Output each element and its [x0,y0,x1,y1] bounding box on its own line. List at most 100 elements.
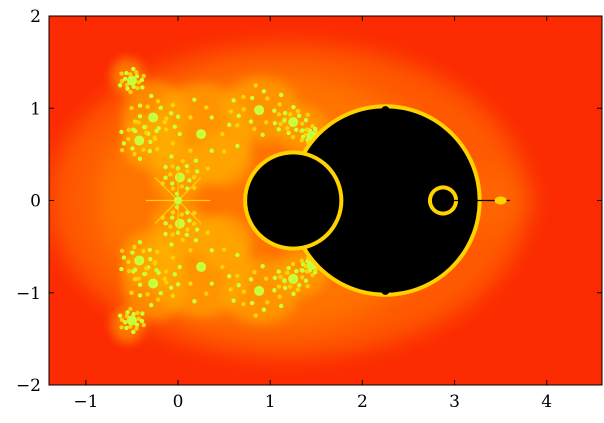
filament-dot [185,169,190,174]
y-tick-label: 2 [30,7,41,27]
filament-dot [148,256,153,262]
filament-dot [137,240,143,245]
filament-dot [260,263,265,269]
filament-dot [129,290,134,295]
filament-node [288,273,299,284]
filament-dot [303,118,309,123]
filament-dot [144,266,149,271]
filament-ray [154,200,179,224]
filament-dot [128,324,133,329]
filament-dot [241,289,247,294]
filament-dot [163,164,168,170]
filament-dot [227,122,232,128]
filament-dot [285,126,290,131]
filament-dot [288,112,293,117]
y-tick-label: −1 [16,284,41,304]
petal-region [196,214,252,270]
y-tick-label: 1 [30,99,41,119]
filament-dot [177,131,182,137]
filament-dot [303,278,309,283]
filament-dot [295,287,301,292]
x-tick-label: 2 [357,392,368,412]
filament-dot [188,115,193,120]
filament-dot [170,164,175,169]
filament-dot [119,147,125,153]
main-bulb [293,108,478,293]
filament-dot [132,277,138,282]
bud [427,127,436,136]
filament-dot [220,131,225,137]
filament-dot [236,113,241,119]
filament-dot [154,267,159,273]
filament-dot [117,313,123,318]
filament-dot [285,270,290,275]
filament-dot [136,80,141,85]
filament-dot [169,242,174,247]
filament-dot [278,92,284,98]
filament-dot [147,247,153,253]
filament-dot [286,130,291,136]
filament-dot [272,120,278,126]
filament-dot [163,127,169,132]
filament-dot [141,147,146,153]
filament-dot [168,111,174,116]
filament-dot [260,132,265,138]
filament-dot [132,119,138,124]
filament-node [126,75,137,86]
filament-dot [155,297,161,302]
filament-dot [124,325,129,331]
filament-node [134,255,145,266]
filament-dot [278,121,283,127]
filament-dot [148,139,153,145]
filament-dot [130,250,135,255]
filament-dot [170,255,176,260]
filament-dot [170,293,176,298]
filament-dot [119,129,124,135]
filament-dot [137,293,143,298]
filament-dot [265,96,270,101]
filament-dot [124,313,130,319]
filament-dot [241,94,246,100]
filament-dot [188,148,193,153]
secondary-bulb [247,154,340,247]
bud [427,265,436,274]
filament-dot [125,310,130,315]
filament-dot [253,313,258,318]
filament-dot [231,98,236,103]
filament-dot [139,77,145,83]
x-tick-label: 3 [449,392,460,412]
filament-dot [192,210,197,216]
filament-dot [204,105,209,110]
y-tick-label: −2 [16,376,41,396]
x-tick-label: −1 [73,392,98,412]
filament-node [174,196,183,205]
filament-dot [163,221,168,226]
filament-dot [128,306,133,312]
filament-dot [137,156,143,161]
filament-dot [149,93,154,99]
filament-dot [141,322,146,328]
filament-dot [191,174,197,180]
filament-dot [128,89,133,95]
filament-dot [122,76,128,81]
filament-dot [194,169,200,174]
filament-dot [124,70,129,76]
filament-dot [209,281,214,286]
filament-dot [172,272,177,277]
filament-dot [294,127,299,133]
filament-dot [136,276,141,281]
filament-node [126,315,137,326]
filament-dot [132,244,137,250]
filament-dot [220,264,225,270]
filament-dot [209,248,214,253]
filament-dot [265,300,270,305]
filament-dot [179,184,185,189]
filament-dot [276,284,282,289]
filament-dot [286,265,291,271]
filament-dot [295,109,301,114]
x-tick-label: 1 [265,392,276,412]
filament-dot [228,109,233,114]
filament-dot [234,273,240,279]
filament-dot [170,232,175,237]
